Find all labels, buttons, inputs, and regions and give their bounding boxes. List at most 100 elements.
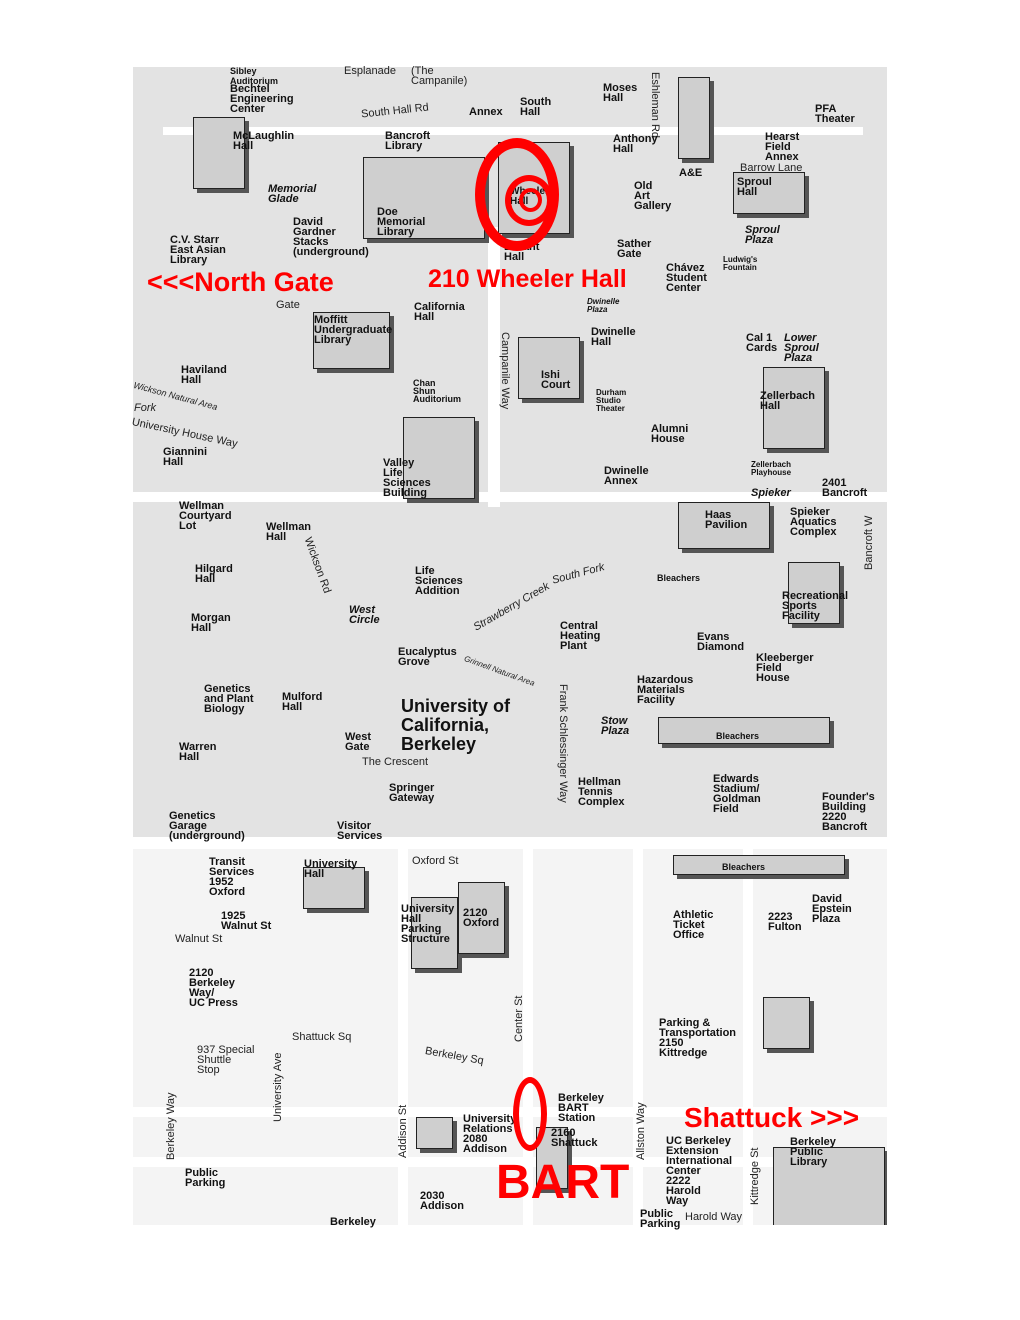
label-cv-starr: C.V. Starr East Asian Library	[170, 234, 226, 266]
campus-map[interactable]	[133, 67, 887, 1225]
building-moffitt	[313, 312, 390, 369]
label-mulford: Mulford Hall	[282, 691, 323, 713]
label-haviland: Haviland Hall	[181, 364, 227, 386]
label-moffitt: Moffitt Undergraduate Library	[314, 314, 393, 346]
label-bleachers-3: Bleachers	[722, 862, 766, 872]
label-hilgard: Hilgard Hall	[195, 563, 233, 585]
building-haas	[678, 502, 770, 549]
label-2223-fulton: 2223 Fulton	[768, 911, 802, 933]
road-allston	[133, 1157, 887, 1167]
label-athletic-ticket-office: Athletic Ticket Office	[673, 909, 714, 941]
label-sather-gate: Sather Gate	[617, 238, 652, 260]
label-esplanade: Esplanade	[344, 65, 396, 77]
building-bleachers-2	[673, 855, 845, 875]
label-bleachers-1: Bleachers	[657, 573, 701, 583]
road-university-ave	[398, 847, 408, 1225]
label-genetics-plant-bio: Genetics and Plant Biology	[204, 683, 254, 715]
label-campanile-way: Campanile Way	[499, 332, 511, 410]
label-berkeley-bottom: Berkeley	[330, 1216, 376, 1228]
label-rsf: Recreational Sports Facility	[782, 590, 849, 622]
label-parking-transportation: Parking & Transportation 2150 Kittredge	[659, 1017, 737, 1059]
building-mclaughlin	[193, 117, 245, 189]
label-pfa-theater: PFA Theater	[815, 103, 855, 125]
label-founders-building: Founder's Building 2220 Bancroft	[822, 791, 875, 833]
label-bancroft-way: Bancroft W	[863, 515, 875, 570]
label-1925-walnut: 1925 Walnut St	[221, 910, 272, 932]
label-university-relations: University Relations 2080 Addison	[463, 1113, 517, 1155]
label-anthony-hall: Anthony Hall	[613, 133, 658, 155]
label-dwinelle-plaza: Dwinelle Plaza	[587, 297, 620, 314]
label-stow-plaza: Stow Plaza	[601, 715, 630, 737]
label-springer-gateway: Springer Gateway	[389, 782, 435, 804]
road-oxford-st	[133, 837, 887, 849]
label-spieker: Spieker	[751, 487, 791, 499]
label-transit-services: Transit Services 1952 Oxford	[209, 856, 255, 898]
label-fork: Fork	[134, 402, 156, 414]
label-south-hall: South Hall	[520, 96, 552, 118]
building-parking-structure	[411, 897, 458, 969]
label-moses-hall: Moses Hall	[603, 82, 638, 104]
label-west-gate: West Gate	[345, 731, 372, 753]
label-hearst-field-annex: Hearst Field Annex	[765, 131, 800, 163]
label-bechtel: Bechtel Engineering Center	[230, 83, 294, 115]
label-public-parking-1: Public Parking	[185, 1167, 226, 1189]
building-parking-transportation	[763, 997, 810, 1049]
building-public-library	[773, 1147, 885, 1225]
label-berkeley-way: Berkeley Way	[165, 1092, 177, 1160]
label-annex: Annex	[469, 106, 503, 118]
label-visitor-services[interactable]: Visitor Services	[337, 820, 383, 842]
label-public-parking-2: Public Parking	[640, 1208, 681, 1230]
label-2160-shattuck: 2160 Shattuck	[551, 1127, 598, 1149]
label-kittredge-st: Kittredge St	[749, 1147, 761, 1205]
building-dwinelle	[518, 337, 580, 399]
label-chan-shun: Chan Shun Auditorium	[413, 378, 461, 404]
building-university-hall	[303, 867, 365, 909]
label-university-hall: University Hall	[304, 858, 358, 880]
building-tower	[678, 77, 710, 159]
label-allston-way: Allston Way	[635, 1102, 647, 1160]
label-2030-addison: 2030 Addison	[420, 1190, 464, 1212]
label-zellerbach-hall: Zellerbach Hall	[760, 390, 816, 412]
label-evans-diamond: Evans Diamond	[697, 631, 745, 653]
label-barrow-lane: Barrow Lane	[740, 162, 803, 174]
label-hazmat: Hazardous Materials Facility	[637, 674, 694, 706]
label-addison-st: Addison St	[397, 1104, 409, 1158]
wheeler-middle-ring-marker	[505, 175, 553, 226]
label-walnut-st: Walnut St	[175, 933, 223, 945]
north-gate-annotation: <<<North Gate	[147, 267, 334, 297]
label-harold-way: Harold Way	[685, 1211, 743, 1223]
label-eucalyptus-grove: Eucalyptus Grove	[398, 646, 457, 668]
label-the-crescent: The Crescent	[362, 756, 429, 768]
label-2401-bancroft: 2401 Bancroft	[822, 477, 868, 499]
label-2120-oxford: 2120 Oxford	[463, 907, 500, 929]
label-california-hall: California Hall	[414, 301, 465, 323]
label-dwinelle-annex: Dwinelle Annex	[604, 465, 649, 487]
building-doe-library	[363, 157, 485, 239]
label-bancroft-library: Bancroft Library	[385, 130, 431, 152]
label-epstein-plaza: David Epstein Plaza	[812, 893, 852, 925]
road-campus-walk	[163, 127, 863, 135]
label-frank-schlessinger-way: Frank Schlessinger Way	[557, 684, 569, 803]
label-extension-center: UC Berkeley Extension International Cent…	[666, 1135, 733, 1207]
label-bart-station[interactable]: Berkeley BART Station	[558, 1092, 604, 1124]
wheeler-hall-annotation: 210 Wheeler Hall	[428, 265, 627, 293]
building-zellerbach	[763, 367, 825, 449]
label-west-circle: West Circle	[349, 604, 380, 626]
label-genetics-garage: Genetics Garage (underground)	[169, 810, 245, 842]
label-uc-press: 2120 Berkeley Way/ UC Press	[189, 967, 238, 1009]
label-bleachers-2: Bleachers	[716, 731, 760, 741]
label-memorial-glade: Memorial Glade	[268, 183, 317, 205]
label-giannini: Giannini Hall	[163, 446, 207, 468]
wheeler-outer-ring-marker	[475, 138, 559, 251]
label-durham-theater: Durham Studio Theater	[596, 388, 627, 413]
label-eshleman-rd: Eshleman Rd	[649, 72, 661, 139]
building-sproul	[733, 172, 805, 214]
label-morgan-hall: Morgan Hall	[191, 612, 231, 634]
road-center-st	[523, 847, 533, 1225]
label-a-and-e: A&E	[679, 167, 703, 179]
label-uc-berkeley: University of California, Berkeley	[401, 696, 511, 754]
label-campanile: (The Campanile)	[411, 65, 468, 87]
label-ishi-court: Ishi Court	[541, 369, 571, 391]
label-dwinelle-hall: Dwinelle Hall	[591, 326, 636, 348]
label-shattuck-sq: Shattuck Sq	[292, 1031, 352, 1043]
